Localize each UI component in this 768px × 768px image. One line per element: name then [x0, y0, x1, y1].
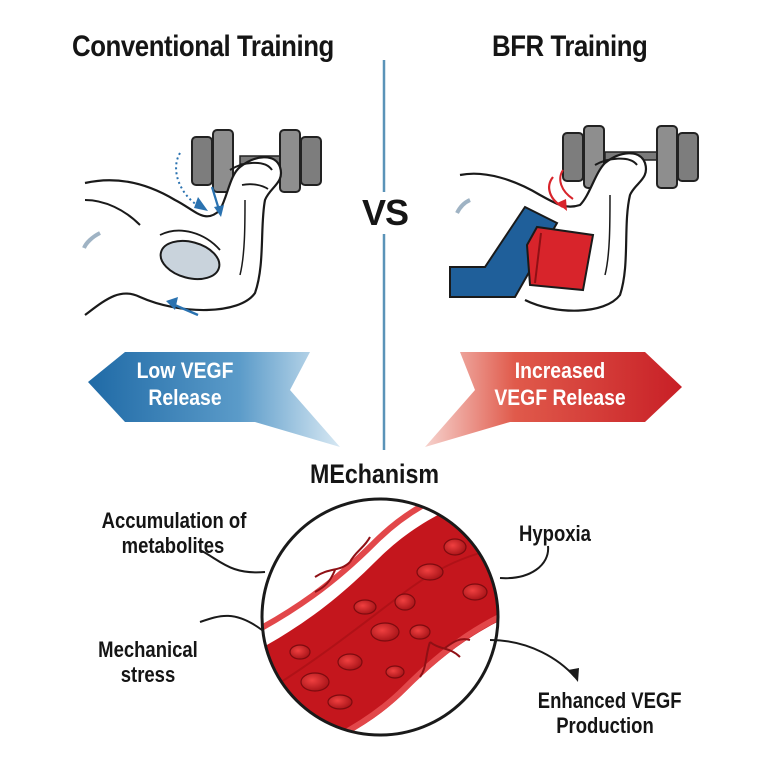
- mechanism-title: MEchanism: [310, 459, 440, 489]
- low-vegf-label: Low VEGF Release: [136, 358, 234, 410]
- mechanical-stress-label: Mechanical stress: [98, 637, 198, 687]
- conventional-training-title: Conventional Training: [72, 30, 334, 63]
- center-divider: [382, 60, 386, 450]
- bfr-arm-illustration: [449, 125, 699, 312]
- low-vegf-banner: [88, 352, 340, 447]
- enhanced-vegf-label: Enhanced VEGF Production: [537, 688, 682, 738]
- hypoxia-label: Hypoxia: [519, 521, 591, 546]
- conventional-arm-illustration: [82, 129, 322, 317]
- bfr-training-title: BFR Training: [492, 30, 648, 63]
- blood-vessel-illustration: [260, 497, 500, 737]
- increased-vegf-banner: [425, 352, 682, 447]
- metabolites-label: Accumulation of metabolites: [101, 508, 247, 558]
- arrow-head-icon: [568, 668, 579, 682]
- dumbbell-icon: [562, 125, 699, 189]
- vs-label: VS: [357, 192, 413, 234]
- increased-vegf-label: Increased VEGF Release: [494, 358, 626, 410]
- dumbbell-icon: [191, 129, 322, 193]
- connector-lines: [199, 545, 579, 682]
